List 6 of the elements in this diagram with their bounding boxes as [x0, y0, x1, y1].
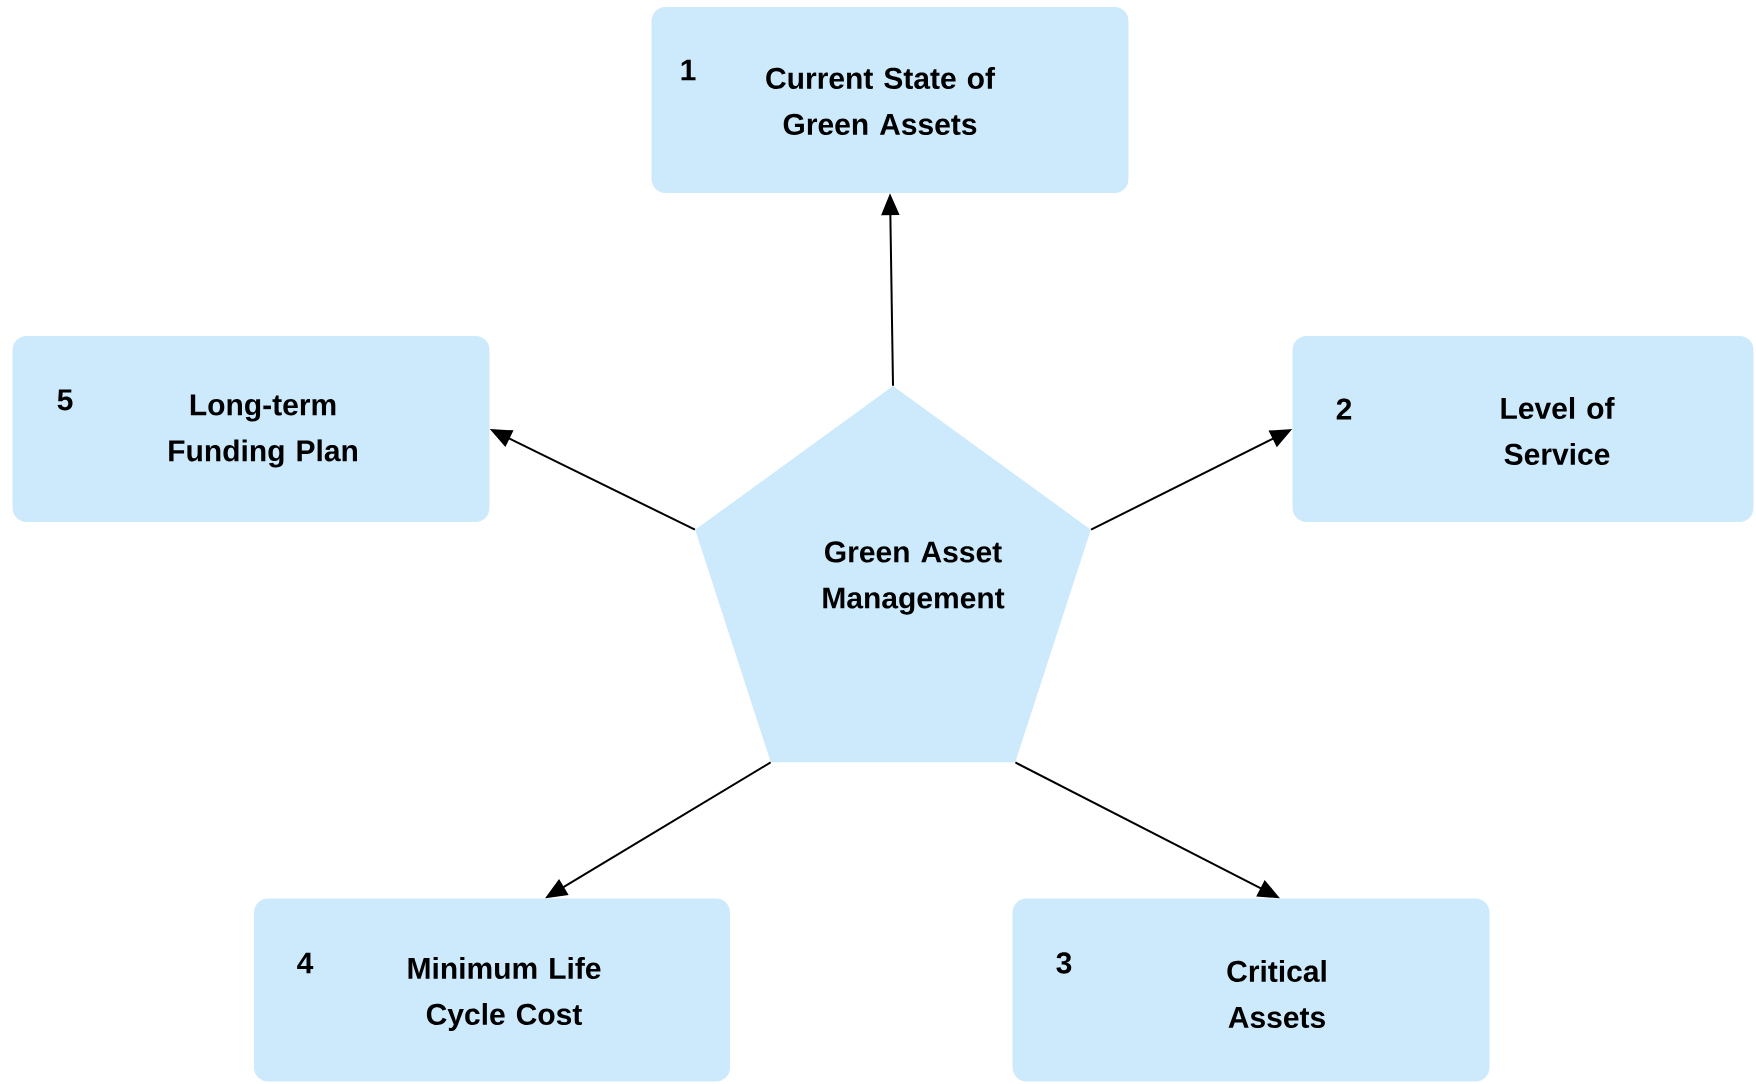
pentagon: Green Asset Management	[695, 386, 1091, 763]
process-box: 5 Long-term Funding Plan	[12, 336, 490, 522]
process-box: 1 Current State of Green Assets	[651, 7, 1129, 193]
process-box: 2 Level of Service	[1292, 336, 1754, 522]
process-box: 4 Minimum Life Cycle Cost	[254, 898, 730, 1082]
process-box: 3 Critical Assets	[1012, 898, 1490, 1082]
